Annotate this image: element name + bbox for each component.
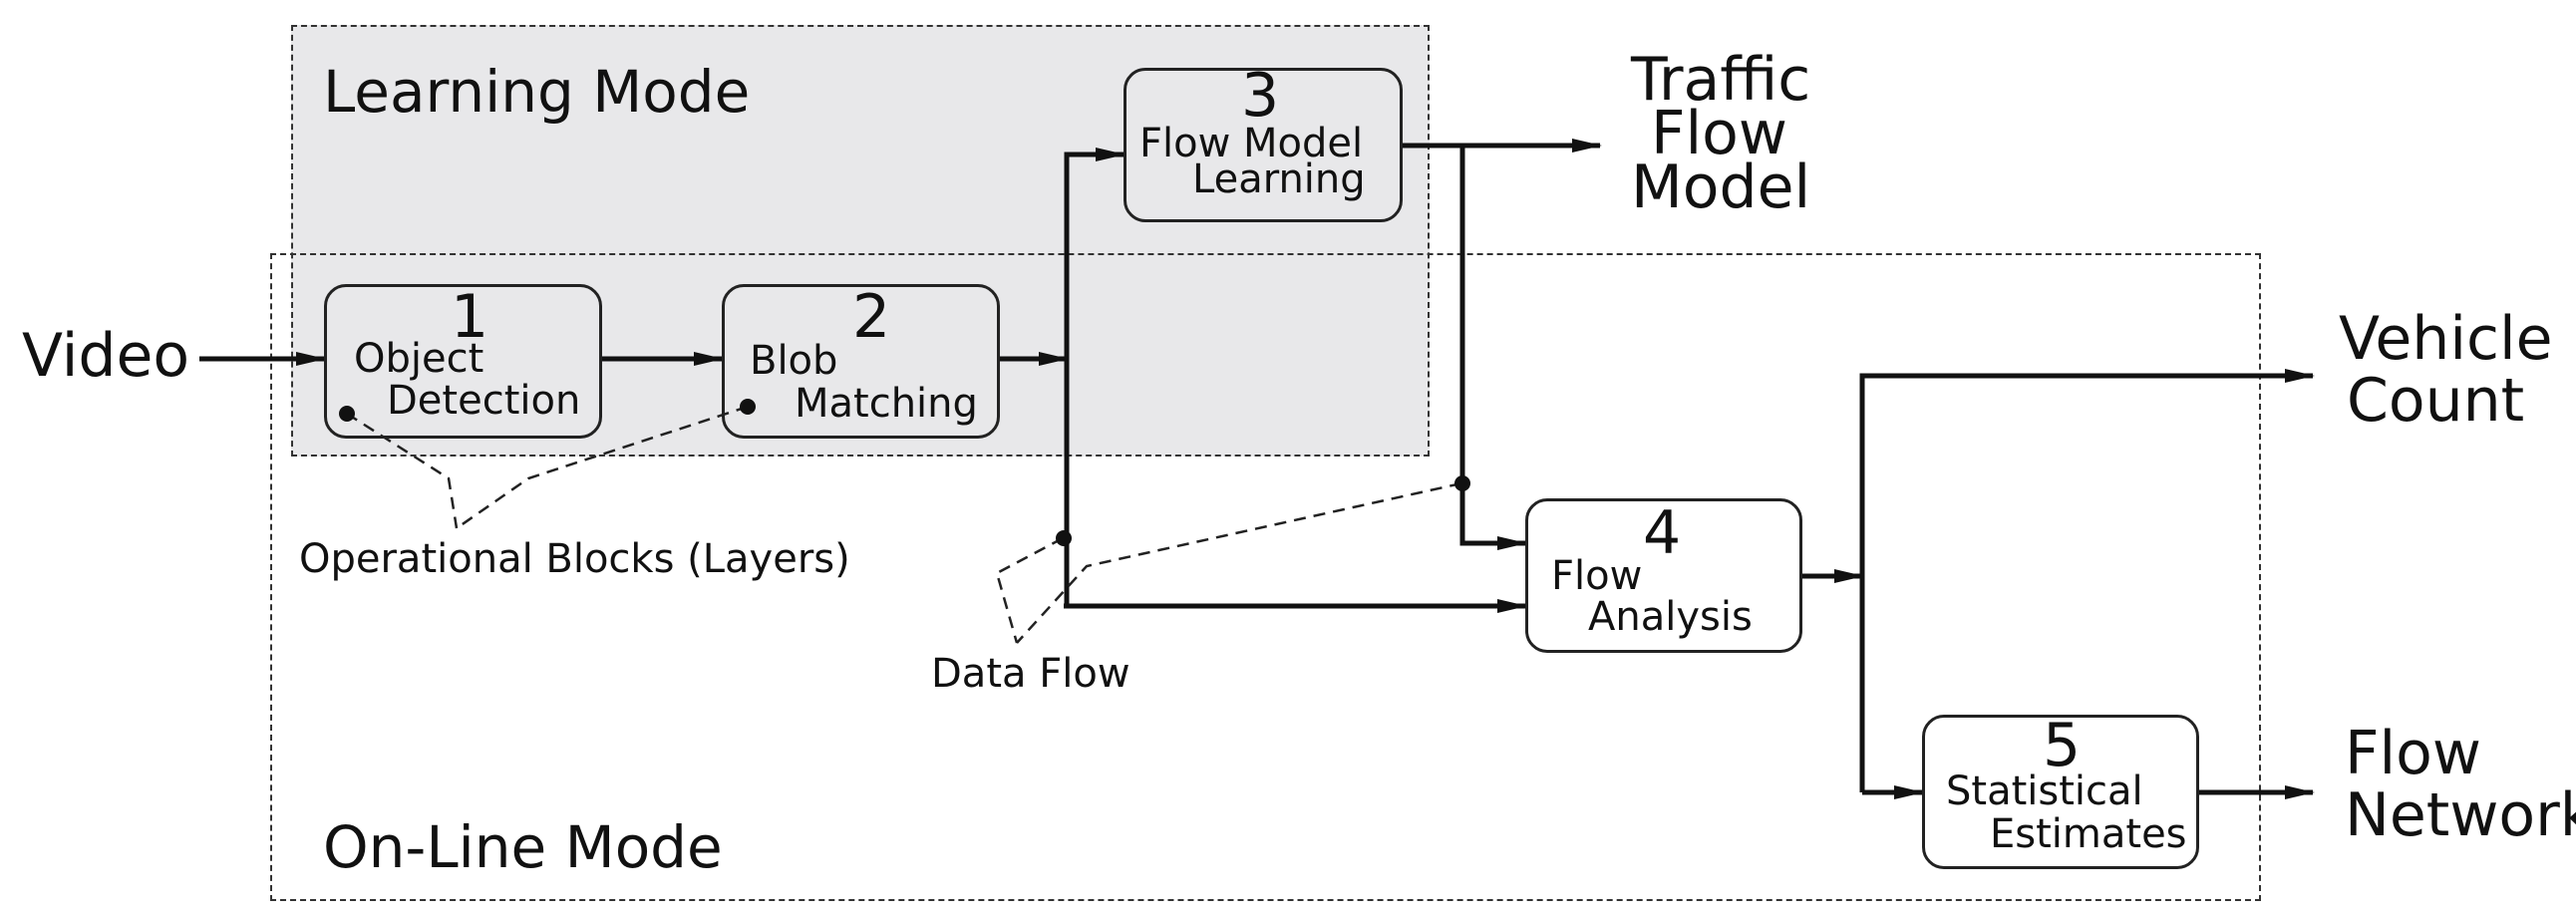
block-1-line1: Object xyxy=(354,336,484,382)
output-traffic-line1: Traffic xyxy=(1631,45,1811,115)
block-flow-model-learning xyxy=(1124,68,1403,222)
callout-df-1 xyxy=(995,536,1064,644)
bus-to-flow-model xyxy=(1064,148,1126,606)
block-1-line2: Detection xyxy=(387,378,581,424)
output-network-line1: Flow xyxy=(2345,719,2481,788)
output-network-line2: Network xyxy=(2345,780,2576,850)
learning-mode-region xyxy=(291,25,1430,457)
block-statistical-estimates xyxy=(1922,715,2199,869)
learning-mode-label: Learning Mode xyxy=(323,58,751,126)
block-2-line1: Blob xyxy=(750,338,838,384)
output-traffic-line3: Model xyxy=(1631,153,1811,222)
block-object-detection xyxy=(324,284,602,439)
input-video-label: Video xyxy=(22,321,190,391)
callout-df-2 xyxy=(1016,481,1462,644)
output-traffic-line2: Flow xyxy=(1651,99,1787,168)
arrow-to-vehicle-count xyxy=(1859,369,2315,792)
block-4-number: 4 xyxy=(1643,498,1682,568)
dot-df-1 xyxy=(1056,530,1072,546)
online-mode-label: On-Line Mode xyxy=(323,813,723,881)
dot-op-2 xyxy=(740,399,756,415)
output-vehicle-line1: Vehicle xyxy=(2339,304,2553,374)
dot-df-2 xyxy=(1454,475,1470,491)
annotation-data-flow: Data Flow xyxy=(931,651,1130,697)
output-vehicle-line2: Count xyxy=(2347,366,2525,436)
block-5-number: 5 xyxy=(2043,711,2082,780)
block-blob-matching xyxy=(722,284,1000,439)
block-4-line1: Flow xyxy=(1551,553,1643,599)
callout-op-1 xyxy=(346,412,459,529)
annotation-operational-blocks: Operational Blocks (Layers) xyxy=(299,536,850,582)
block-5-line1: Statistical xyxy=(1946,768,2143,814)
block-2-line2: Matching xyxy=(795,381,978,427)
block-1-number: 1 xyxy=(451,282,489,352)
block-3-line2: Learning xyxy=(1192,156,1366,202)
online-mode-region xyxy=(270,253,2261,901)
block-2-number: 2 xyxy=(852,282,891,352)
block-3-number: 3 xyxy=(1241,61,1280,131)
block-4-line2: Analysis xyxy=(1588,594,1753,640)
arrow-model-to-analysis xyxy=(1459,146,1527,550)
block-flow-analysis xyxy=(1525,498,1802,653)
callout-op-2 xyxy=(456,405,749,530)
block-3-line1: Flow Model xyxy=(1139,121,1364,166)
block-5-line2: Estimates xyxy=(1990,811,2187,857)
